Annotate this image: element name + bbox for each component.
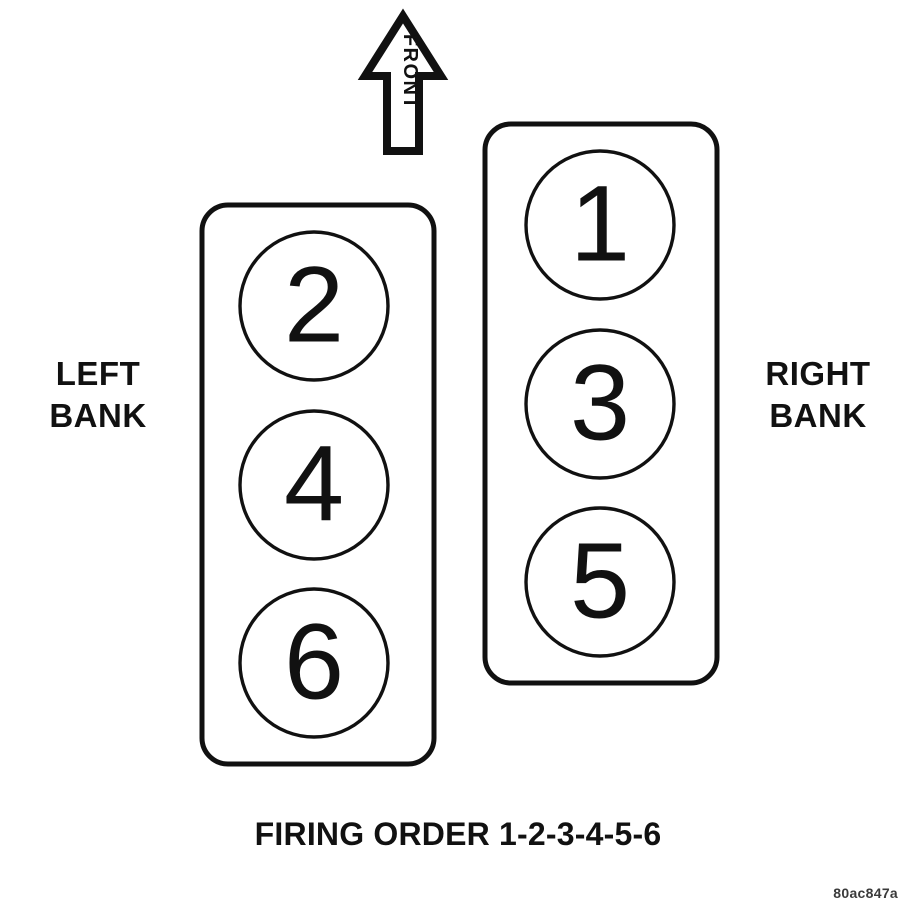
cylinder-6-circle	[238, 587, 390, 739]
left-bank-label: LEFT BANK	[49, 355, 146, 434]
cylinder-1-circle	[524, 149, 676, 301]
left-bank-group: 2 4 6	[199, 202, 437, 767]
front-arrow-label: FRONT	[399, 34, 421, 110]
cylinder-3-circle	[524, 328, 676, 480]
cylinder-4[interactable]: 4	[238, 409, 390, 561]
cylinder-5[interactable]: 5	[524, 506, 676, 658]
cylinder-2-circle	[238, 230, 390, 382]
cylinder-1[interactable]: 1	[524, 149, 676, 301]
cylinder-5-number: 5	[570, 520, 630, 641]
left-bank-label-line2: BANK	[49, 397, 146, 434]
right-bank-label-line1: RIGHT	[765, 355, 870, 392]
cylinder-4-circle	[238, 409, 390, 561]
firing-order-caption: FIRING ORDER 1-2-3-4-5-6	[255, 816, 662, 852]
right-bank-label-line2: BANK	[769, 397, 866, 434]
cylinder-6[interactable]: 6	[238, 587, 390, 739]
figure-code: 80ac847a	[833, 885, 898, 901]
cylinder-3[interactable]: 3	[524, 328, 676, 480]
cylinder-6-number: 6	[284, 601, 344, 722]
right-bank-group: 1 3 5	[482, 121, 720, 686]
up-arrow-icon	[357, 8, 449, 155]
cylinder-3-number: 3	[570, 342, 630, 463]
cylinder-2[interactable]: 2	[238, 230, 390, 382]
right-bank-label: RIGHT BANK	[765, 355, 870, 434]
cylinder-2-number: 2	[284, 244, 344, 365]
cylinder-1-number: 1	[570, 163, 630, 284]
cylinder-4-number: 4	[284, 423, 344, 544]
left-bank-label-line1: LEFT	[56, 355, 140, 392]
front-arrow-group: FRONT	[357, 8, 449, 155]
cylinder-5-circle	[524, 506, 676, 658]
